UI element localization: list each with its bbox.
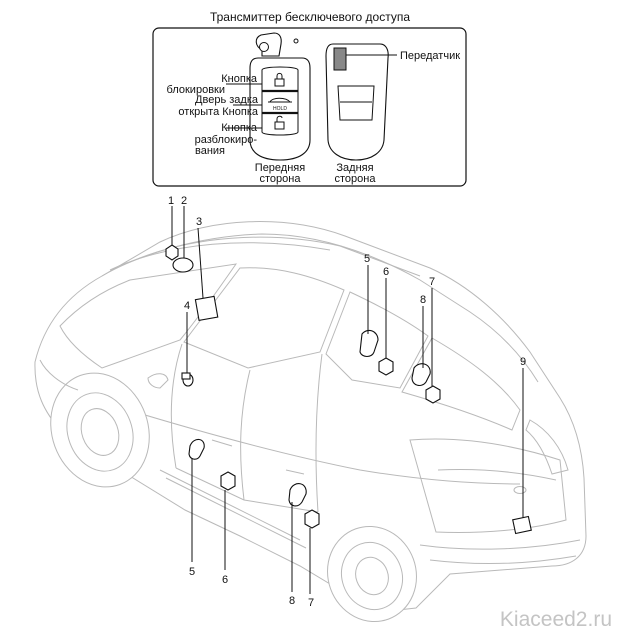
part-1-marker bbox=[165, 244, 179, 261]
callout-5-bottom: 5 bbox=[189, 566, 195, 578]
unlock-button-label-1: Кнопка bbox=[221, 122, 258, 134]
callout-9: 9 bbox=[520, 356, 526, 368]
lock-button-label-1: Кнопка bbox=[221, 73, 258, 85]
callout-6-roof: 6 bbox=[383, 266, 389, 278]
fob-rear-side bbox=[325, 43, 389, 161]
part-7-bottom-marker bbox=[304, 509, 320, 529]
front-side-label-2: сторона bbox=[260, 173, 302, 185]
callout-6-bottom: 6 bbox=[222, 574, 228, 586]
callout-8-bottom: 8 bbox=[289, 595, 295, 607]
callout-3: 3 bbox=[196, 216, 202, 228]
inset-leader-lines bbox=[226, 54, 397, 129]
trunk-button-label-2: открыта Кнопка bbox=[178, 106, 258, 118]
callout-4: 4 bbox=[184, 300, 190, 312]
rear-side-label-2: сторона bbox=[335, 173, 377, 185]
callout-5-roof: 5 bbox=[364, 253, 370, 265]
part-8-roof-marker bbox=[411, 363, 431, 387]
callout-7-roof: 7 bbox=[429, 276, 435, 288]
callout-leaders bbox=[171, 206, 524, 594]
parts bbox=[165, 244, 532, 535]
part-5-bottom-marker bbox=[188, 438, 205, 460]
lock-icon bbox=[274, 72, 285, 87]
watermark: Kiaceed2.ru bbox=[500, 608, 612, 631]
part-5-roof-marker bbox=[359, 329, 379, 358]
lock-button-label-2: блокировки bbox=[167, 84, 225, 96]
part-8-bottom-marker bbox=[288, 483, 307, 507]
part-3-marker bbox=[194, 295, 219, 322]
part-9-marker bbox=[512, 515, 532, 535]
part-7-roof-marker bbox=[425, 385, 441, 404]
callout-8-roof: 8 bbox=[420, 294, 426, 306]
unlock-button-label-3: вания bbox=[195, 145, 225, 157]
part-6-bottom-marker bbox=[220, 471, 236, 491]
callout-2: 2 bbox=[181, 195, 187, 207]
hold-text: HOLD bbox=[273, 106, 287, 112]
callout-1: 1 bbox=[168, 195, 174, 207]
callout-7-bottom: 7 bbox=[308, 597, 314, 609]
transmitter-label: Передатчик bbox=[400, 50, 460, 62]
part-6-roof-marker bbox=[378, 357, 394, 376]
unlock-icon bbox=[274, 115, 285, 130]
diagram-title: Трансмиттер бесключевого доступа bbox=[210, 10, 410, 24]
fob-front-side: HOLD bbox=[249, 32, 311, 161]
rear-side-label-1: Задняя bbox=[336, 162, 373, 174]
part-4-marker bbox=[181, 372, 194, 387]
transmitter-module bbox=[333, 47, 347, 71]
unlock-button-label-2: разблокиро- bbox=[195, 134, 258, 146]
trunk-car-icon: HOLD bbox=[268, 97, 292, 112]
front-side-label-1: Передняя bbox=[255, 162, 305, 174]
part-2-marker bbox=[172, 257, 194, 273]
trunk-button-label-1: Дверь задка bbox=[195, 94, 259, 106]
